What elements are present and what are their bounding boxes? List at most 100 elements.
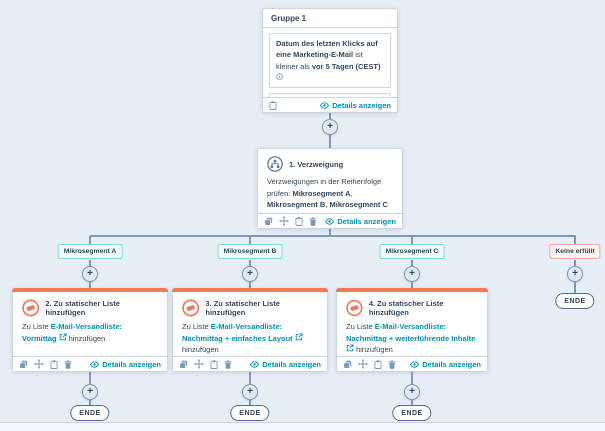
action-card-header: 3. Zu statischer Liste hinzufügen <box>173 292 327 320</box>
details-label: Details anzeigen <box>337 216 396 226</box>
plus-icon: + <box>409 267 415 279</box>
branch-label-mikrosegment-a: Mikrosegment A <box>57 244 123 259</box>
external-link-icon <box>59 333 67 340</box>
clipboard-icon[interactable] <box>269 100 277 110</box>
connector-line <box>249 372 251 384</box>
details-label: Details anzeigen <box>262 359 321 369</box>
connector-line <box>249 236 251 244</box>
accent-bar <box>12 288 168 292</box>
move-icon[interactable] <box>34 359 44 369</box>
add-step-button[interactable]: + <box>82 384 98 400</box>
plus-icon: + <box>572 267 578 279</box>
duplicate-icon[interactable] <box>264 217 273 226</box>
branch-label-mikrosegment-b: Mikrosegment B <box>217 244 283 259</box>
details-link[interactable]: Details anzeigen <box>410 360 481 369</box>
clipboard-icon[interactable] <box>50 359 58 369</box>
branch-name: Mikrosegment B <box>267 200 326 210</box>
connector-line <box>574 282 576 293</box>
branch-label-mikrosegment-c: Mikrosegment C <box>379 244 445 259</box>
branch-card[interactable]: 1. Verzweigung Verzweigungen in der Reih… <box>257 148 403 229</box>
details-link[interactable]: Details anzeigen <box>250 360 321 369</box>
body-prefix: Zu Liste <box>22 322 51 331</box>
connector-line <box>249 282 251 288</box>
external-link-icon <box>295 333 303 340</box>
connector-line <box>329 134 331 148</box>
add-step-button[interactable]: + <box>404 266 420 282</box>
plus-icon: + <box>409 385 415 397</box>
duplicate-icon[interactable] <box>343 360 352 369</box>
eye-icon <box>320 101 330 109</box>
connector-line <box>329 229 331 236</box>
end-terminal: ENDE <box>230 405 270 421</box>
add-step-button[interactable]: + <box>567 266 583 282</box>
plus-icon: + <box>87 385 93 397</box>
accent-bar <box>172 288 328 292</box>
connector-line <box>89 260 91 267</box>
accent-bar <box>336 288 488 292</box>
branch-name: Mikrosegment C <box>329 200 388 210</box>
move-icon[interactable] <box>358 359 368 369</box>
action-card-add-to-list[interactable]: 3. Zu statischer Liste hinzufügen Zu Lis… <box>172 288 328 372</box>
list-link[interactable]: E-Mail-Versandliste: Vormittag <box>22 322 123 343</box>
separator: , <box>325 200 330 210</box>
branch-label-keine-erfuellt: Keine erfüllt <box>549 244 601 259</box>
plus-icon: + <box>247 267 253 279</box>
delete-icon[interactable] <box>309 216 317 226</box>
branch-card-header: 1. Verzweigung <box>258 149 402 175</box>
move-icon[interactable] <box>279 216 289 226</box>
connector-line <box>89 372 91 384</box>
card-footer: Details anzeigen <box>337 356 487 371</box>
connector-line <box>411 372 413 384</box>
add-step-button[interactable]: + <box>404 384 420 400</box>
details-link[interactable]: Details anzeigen <box>325 217 396 226</box>
list-link[interactable]: E-Mail-Versandliste: Nachmittag + einfac… <box>182 322 293 343</box>
connector-line <box>411 282 413 288</box>
connector-line <box>249 400 251 405</box>
add-step-button[interactable]: + <box>242 266 258 282</box>
clipboard-icon[interactable] <box>210 359 218 369</box>
delete-icon[interactable] <box>64 359 72 369</box>
add-step-button[interactable]: + <box>82 266 98 282</box>
connector-line <box>411 400 413 405</box>
connector-line <box>574 236 576 244</box>
action-card-add-to-list[interactable]: 4. Zu statischer Liste hinzufügen Zu Lis… <box>336 288 488 372</box>
details-label: Details anzeigen <box>332 100 391 110</box>
list-link[interactable]: E-Mail-Versandliste: Nachmittag + weiter… <box>346 322 476 343</box>
condition-value: vor 5 Tagen (CEST) <box>311 61 381 71</box>
branch-icon <box>267 156 283 172</box>
condition-property: Datum des letzten Klicks auf eine Market… <box>276 39 378 60</box>
connector-line <box>574 260 576 267</box>
delete-icon[interactable] <box>388 359 396 369</box>
separator: , <box>350 188 353 198</box>
connector-line <box>89 400 91 405</box>
details-link[interactable]: Details anzeigen <box>320 101 391 110</box>
clipboard-icon[interactable] <box>295 216 303 226</box>
eye-icon <box>410 360 420 368</box>
action-card-body: Zu Liste E-Mail-Versandliste: Nachmittag… <box>173 320 327 356</box>
body-suffix: hinzufügen <box>182 345 219 355</box>
action-card-add-to-list[interactable]: 2. Zu statischer Liste hinzufügen Zu Lis… <box>12 288 168 372</box>
action-card-header: 2. Zu statischer Liste hinzufügen <box>13 292 167 320</box>
branch-card-title: 1. Verzweigung <box>289 159 344 169</box>
end-terminal: ENDE <box>70 405 110 421</box>
body-suffix: hinzufügen <box>68 333 106 343</box>
condition-operator: ist kleiner als <box>276 50 363 71</box>
duplicate-icon[interactable] <box>19 360 28 369</box>
connector-line <box>411 236 413 244</box>
action-card-title: 3. Zu statischer Liste hinzufügen <box>205 299 280 317</box>
add-step-button[interactable]: + <box>322 119 338 135</box>
branch-intro: Verzweigungen in der Reihenfolge prüfen: <box>267 177 382 198</box>
clipboard-icon[interactable] <box>374 359 382 369</box>
action-card-body: Zu Liste E-Mail-Versandliste: Nachmittag… <box>337 320 487 356</box>
move-icon[interactable] <box>194 359 204 369</box>
details-link[interactable]: Details anzeigen <box>90 360 161 369</box>
condition-item[interactable]: Datum des letzten Klicks auf eine Market… <box>269 33 391 88</box>
condition-group-card[interactable]: Gruppe 1 Datum des letzten Klicks auf ei… <box>262 8 398 113</box>
add-step-button[interactable]: + <box>242 384 258 400</box>
delete-icon[interactable] <box>224 359 232 369</box>
eye-icon <box>90 360 100 368</box>
duplicate-icon[interactable] <box>179 360 188 369</box>
list-action-icon <box>22 299 40 317</box>
action-card-title: 4. Zu statischer Liste hinzufügen <box>368 299 444 317</box>
plus-icon: + <box>87 267 93 279</box>
